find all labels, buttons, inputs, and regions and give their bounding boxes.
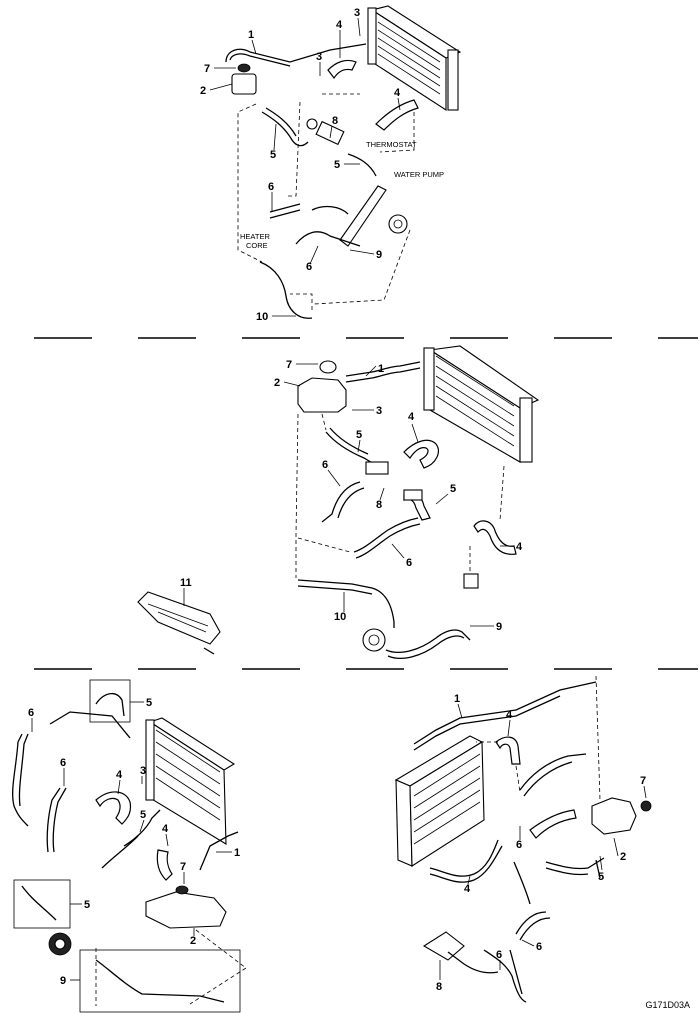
callout-number: 1 bbox=[248, 29, 254, 41]
callout-number: 6 bbox=[322, 459, 328, 471]
callout-number: 3 bbox=[354, 7, 360, 19]
panel-4-exploded-view: 1 4 7 6 2 4 5 6 6 8 bbox=[394, 675, 652, 1003]
hose-4-mid-upper bbox=[403, 439, 439, 469]
callout-number: 6 bbox=[406, 557, 412, 569]
callout-number: 2 bbox=[190, 935, 196, 947]
callout-number: 8 bbox=[436, 981, 442, 993]
callout-number: 5 bbox=[140, 809, 146, 821]
callout-number: 4 bbox=[162, 823, 169, 835]
callout-number: 3 bbox=[376, 405, 382, 417]
callout-number: 4 bbox=[336, 19, 343, 31]
callout-number: 4 bbox=[506, 709, 513, 721]
heater-core-label-line2: CORE bbox=[246, 241, 268, 250]
hose-6-mid bbox=[321, 481, 361, 523]
callout-number: 3 bbox=[140, 765, 146, 777]
callout-number: 4 bbox=[464, 883, 471, 895]
hose-6-mid-lower bbox=[353, 517, 419, 553]
panel-2-exploded-view: 7 1 2 3 5 4 6 8 5 6 4 10 9 11 bbox=[137, 345, 540, 659]
callout-number: 7 bbox=[180, 861, 186, 873]
hose-4-mid-lower bbox=[473, 520, 517, 555]
water-pump-mid bbox=[362, 573, 479, 652]
callout-number: 1 bbox=[454, 693, 460, 705]
detail-box-9 bbox=[79, 949, 241, 1013]
pipe-10 bbox=[259, 261, 313, 319]
callout-number: 5 bbox=[334, 159, 340, 171]
callout-number: 4 bbox=[394, 87, 401, 99]
callout-number: 8 bbox=[376, 499, 382, 511]
water-pump-bracket bbox=[339, 185, 408, 247]
thermostat-housing bbox=[306, 118, 345, 146]
pipe-10-mid bbox=[297, 579, 395, 628]
hose-5-mid bbox=[325, 431, 375, 465]
callout-number: 4 bbox=[516, 541, 523, 553]
callout-number: 5 bbox=[84, 899, 90, 911]
callout-number: 5 bbox=[146, 697, 152, 709]
callout-number: 7 bbox=[640, 775, 646, 787]
callout-number: 10 bbox=[334, 611, 346, 623]
callout-number: 5 bbox=[270, 149, 276, 161]
pipe-9-mid bbox=[385, 629, 471, 653]
callout-number: 5 bbox=[598, 871, 604, 883]
pipe-6 bbox=[269, 203, 301, 219]
callout-number: 6 bbox=[496, 949, 502, 961]
radiator-4 bbox=[394, 735, 485, 867]
callout-number: 3 bbox=[316, 51, 322, 63]
thermostat-housing-mid bbox=[365, 461, 423, 501]
reservoir-1 bbox=[231, 63, 257, 95]
callout-number: 9 bbox=[496, 621, 502, 633]
callout-number: 6 bbox=[28, 707, 34, 719]
hose-5-b bbox=[347, 153, 377, 177]
thermostat-label: THERMOSTAT bbox=[366, 140, 417, 149]
callout-number: 5 bbox=[356, 429, 362, 441]
callout-number: 6 bbox=[60, 757, 66, 769]
callout-number: 2 bbox=[274, 377, 280, 389]
pipe-1-middle bbox=[345, 361, 421, 377]
hose-5-a bbox=[261, 111, 309, 147]
callout-number: 10 bbox=[256, 311, 268, 323]
callout-number: 5 bbox=[450, 483, 456, 495]
callout-number: 4 bbox=[408, 411, 415, 423]
reservoir-4 bbox=[591, 797, 652, 835]
callout-number: 4 bbox=[116, 769, 123, 781]
callout-number: 1 bbox=[234, 847, 240, 859]
panel-1-exploded-view: THERMOSTAT WATER PUMP HEATER CORE 1 7 2 … bbox=[200, 5, 462, 323]
heater-core-label-line1: HEATER bbox=[240, 232, 270, 241]
callout-number: 6 bbox=[306, 261, 312, 273]
callout-number: 1 bbox=[378, 363, 384, 375]
callout-number: 7 bbox=[286, 359, 292, 371]
callout-number: 2 bbox=[200, 85, 206, 97]
hose-4-lower bbox=[375, 99, 419, 131]
detail-box-5-top bbox=[89, 679, 131, 723]
water-pump-3 bbox=[48, 932, 72, 956]
part-11-pipe bbox=[137, 591, 221, 655]
radiator-2 bbox=[423, 345, 540, 463]
callout-number: 6 bbox=[536, 941, 542, 953]
callout-number: 8 bbox=[332, 115, 338, 127]
callout-number: 6 bbox=[516, 839, 522, 851]
callout-number: 11 bbox=[180, 577, 192, 589]
panel-3-exploded-view: 5 6 6 3 4 5 4 7 1 5 2 9 bbox=[12, 679, 247, 1013]
water-pump-label: WATER PUMP bbox=[394, 170, 444, 179]
callout-number: 6 bbox=[268, 181, 274, 193]
figure-code: G171D03A bbox=[645, 1000, 690, 1010]
callout-number: 9 bbox=[376, 249, 382, 261]
pipe-1 bbox=[225, 43, 367, 63]
callout-number: 2 bbox=[620, 851, 626, 863]
reservoir-3 bbox=[145, 885, 227, 929]
callout-number: 7 bbox=[204, 63, 210, 75]
radiator-3 bbox=[145, 717, 236, 845]
hose-4-upper bbox=[327, 59, 357, 80]
reservoir-2 bbox=[297, 360, 347, 413]
callout-number: 9 bbox=[60, 975, 66, 987]
radiator-1 bbox=[367, 5, 462, 112]
pipe-1-right bbox=[413, 681, 597, 745]
